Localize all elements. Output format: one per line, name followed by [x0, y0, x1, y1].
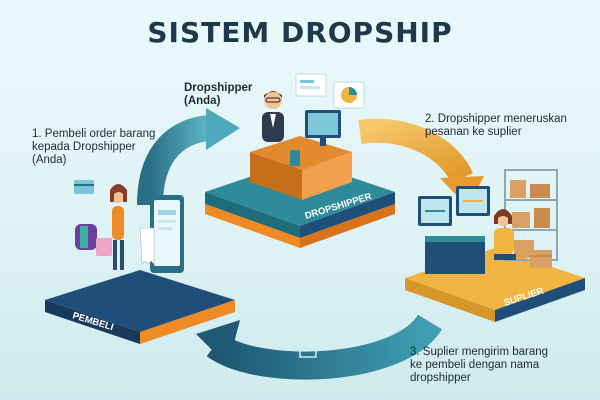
- suplier-desk: [425, 236, 485, 274]
- phone-icon: [150, 195, 184, 273]
- shopper-figure: [75, 184, 127, 270]
- step-2-caption: 2. Dropshipper meneruskan pesanan ke sup…: [425, 113, 567, 138]
- dropshipper-node: DROPSHIPPER: [205, 73, 395, 248]
- desk: [250, 136, 352, 200]
- box-icon: [299, 343, 317, 358]
- suplier-figure: [494, 209, 516, 260]
- suplier-monitors-icon: [418, 186, 490, 226]
- credit-card-icon: [74, 180, 94, 194]
- warehouse-shelf: [504, 169, 558, 261]
- dropshipper-figure: [262, 91, 284, 142]
- step-1-caption: 1. Pembeli order barang kepada Dropshipp…: [32, 128, 156, 166]
- dashboard-panel-icon: [295, 73, 365, 109]
- package-box-icon: [530, 250, 552, 268]
- suplier-node: SUPLIER: [405, 169, 585, 322]
- step-3-caption: 3. Suplier mengirim barang ke pembeli de…: [410, 346, 549, 384]
- computer-monitor-icon: [305, 110, 341, 146]
- arrow-step-3: [196, 313, 442, 380]
- receipt-icon: [139, 227, 155, 265]
- desk-phone-icon: [290, 150, 300, 166]
- diagram-title: SISTEM DROPSHIP: [147, 16, 453, 49]
- pembeli-node: PEMBELI: [45, 180, 235, 344]
- arrow-step-1: [137, 108, 240, 206]
- dropshipper-heading: Dropshipper (Anda): [184, 82, 253, 107]
